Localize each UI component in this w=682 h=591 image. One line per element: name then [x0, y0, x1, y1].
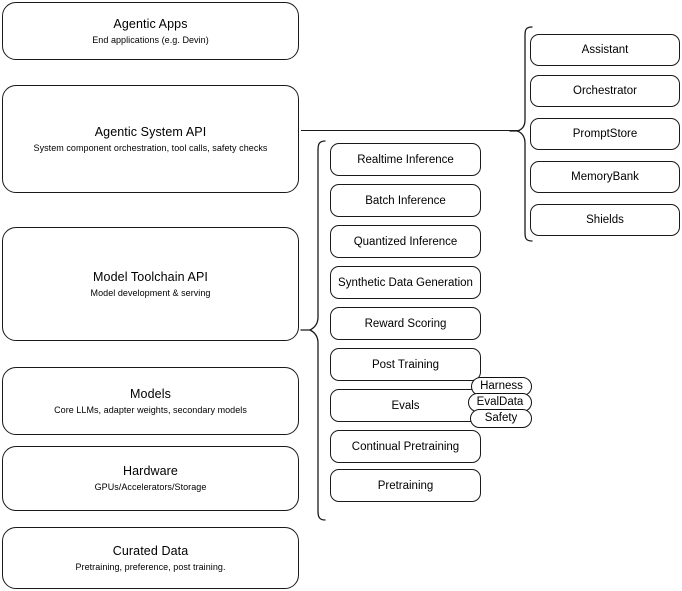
brace-toolchain-capabilities	[300, 140, 326, 521]
layer-model-toolchain-api[interactable]: Model Toolchain API Model development & …	[2, 227, 299, 341]
layer-subtitle: GPUs/Accelerators/Storage	[94, 482, 207, 492]
layer-models[interactable]: Models Core LLMs, adapter weights, secon…	[2, 367, 299, 435]
eval-chip-label: EvalData	[476, 396, 524, 408]
layer-subtitle: Core LLMs, adapter weights, secondary mo…	[54, 404, 247, 415]
eval-chip-evaldata[interactable]: EvalData	[468, 393, 532, 412]
layer-agentic-system-api[interactable]: Agentic System API System component orch…	[2, 85, 299, 193]
capability-label: Quantized Inference	[353, 235, 458, 248]
layer-subtitle: Model development & serving	[90, 287, 211, 298]
eval-chip-label: Safety	[484, 412, 518, 424]
layer-title: Agentic Apps	[113, 16, 188, 31]
capability-label: Continual Pretraining	[351, 440, 460, 453]
component-assistant[interactable]: Assistant	[530, 34, 680, 66]
capability-label: Evals	[391, 399, 420, 412]
layer-subtitle: Pretraining, preference, post training.	[75, 561, 226, 572]
component-label: MemoryBank	[571, 171, 639, 183]
layer-agentic-apps[interactable]: Agentic Apps End applications (e.g. Devi…	[2, 2, 299, 60]
component-promptstore[interactable]: PromptStore	[530, 118, 680, 150]
capability-label: Post Training	[371, 358, 440, 371]
component-label: Shields	[586, 214, 624, 226]
capability-post-training[interactable]: Post Training	[330, 348, 481, 381]
capability-continual-pretraining[interactable]: Continual Pretraining	[330, 430, 481, 463]
connector-system-api-to-components	[301, 130, 520, 132]
capability-reward-scoring[interactable]: Reward Scoring	[330, 307, 481, 340]
component-orchestrator[interactable]: Orchestrator	[530, 75, 680, 107]
layer-subtitle: End applications (e.g. Devin)	[92, 34, 209, 45]
brace-system-components	[509, 26, 533, 242]
capability-synthetic-data-generation[interactable]: Synthetic Data Generation	[330, 266, 481, 299]
layer-curated-data[interactable]: Curated Data Pretraining, preference, po…	[2, 527, 299, 589]
capability-pretraining[interactable]: Pretraining	[330, 469, 481, 502]
capability-realtime-inference[interactable]: Realtime Inference	[330, 143, 481, 176]
layer-title: Models	[130, 386, 171, 401]
capability-label: Reward Scoring	[364, 317, 447, 330]
component-memorybank[interactable]: MemoryBank	[530, 161, 680, 193]
layer-title: Hardware	[123, 464, 178, 478]
capability-quantized-inference[interactable]: Quantized Inference	[330, 225, 481, 258]
component-label: PromptStore	[572, 128, 638, 140]
component-label: Orchestrator	[573, 85, 637, 97]
capability-batch-inference[interactable]: Batch Inference	[330, 184, 481, 217]
eval-chip-label: Harness	[480, 380, 523, 392]
capability-label: Pretraining	[377, 479, 434, 492]
layer-title: Agentic System API	[94, 124, 207, 139]
layer-title: Model Toolchain API	[93, 269, 208, 284]
capability-label: Synthetic Data Generation	[338, 276, 473, 289]
component-shields[interactable]: Shields	[530, 204, 680, 236]
capability-label: Batch Inference	[365, 194, 446, 207]
eval-chip-safety[interactable]: Safety	[470, 409, 532, 428]
layer-subtitle: System component orchestration, tool cal…	[33, 142, 268, 153]
layer-hardware[interactable]: Hardware GPUs/Accelerators/Storage	[2, 446, 299, 511]
capability-label: Realtime Inference	[357, 153, 454, 166]
layer-title: Curated Data	[112, 543, 189, 558]
component-label: Assistant	[581, 44, 629, 56]
capability-evals[interactable]: Evals	[330, 389, 481, 422]
